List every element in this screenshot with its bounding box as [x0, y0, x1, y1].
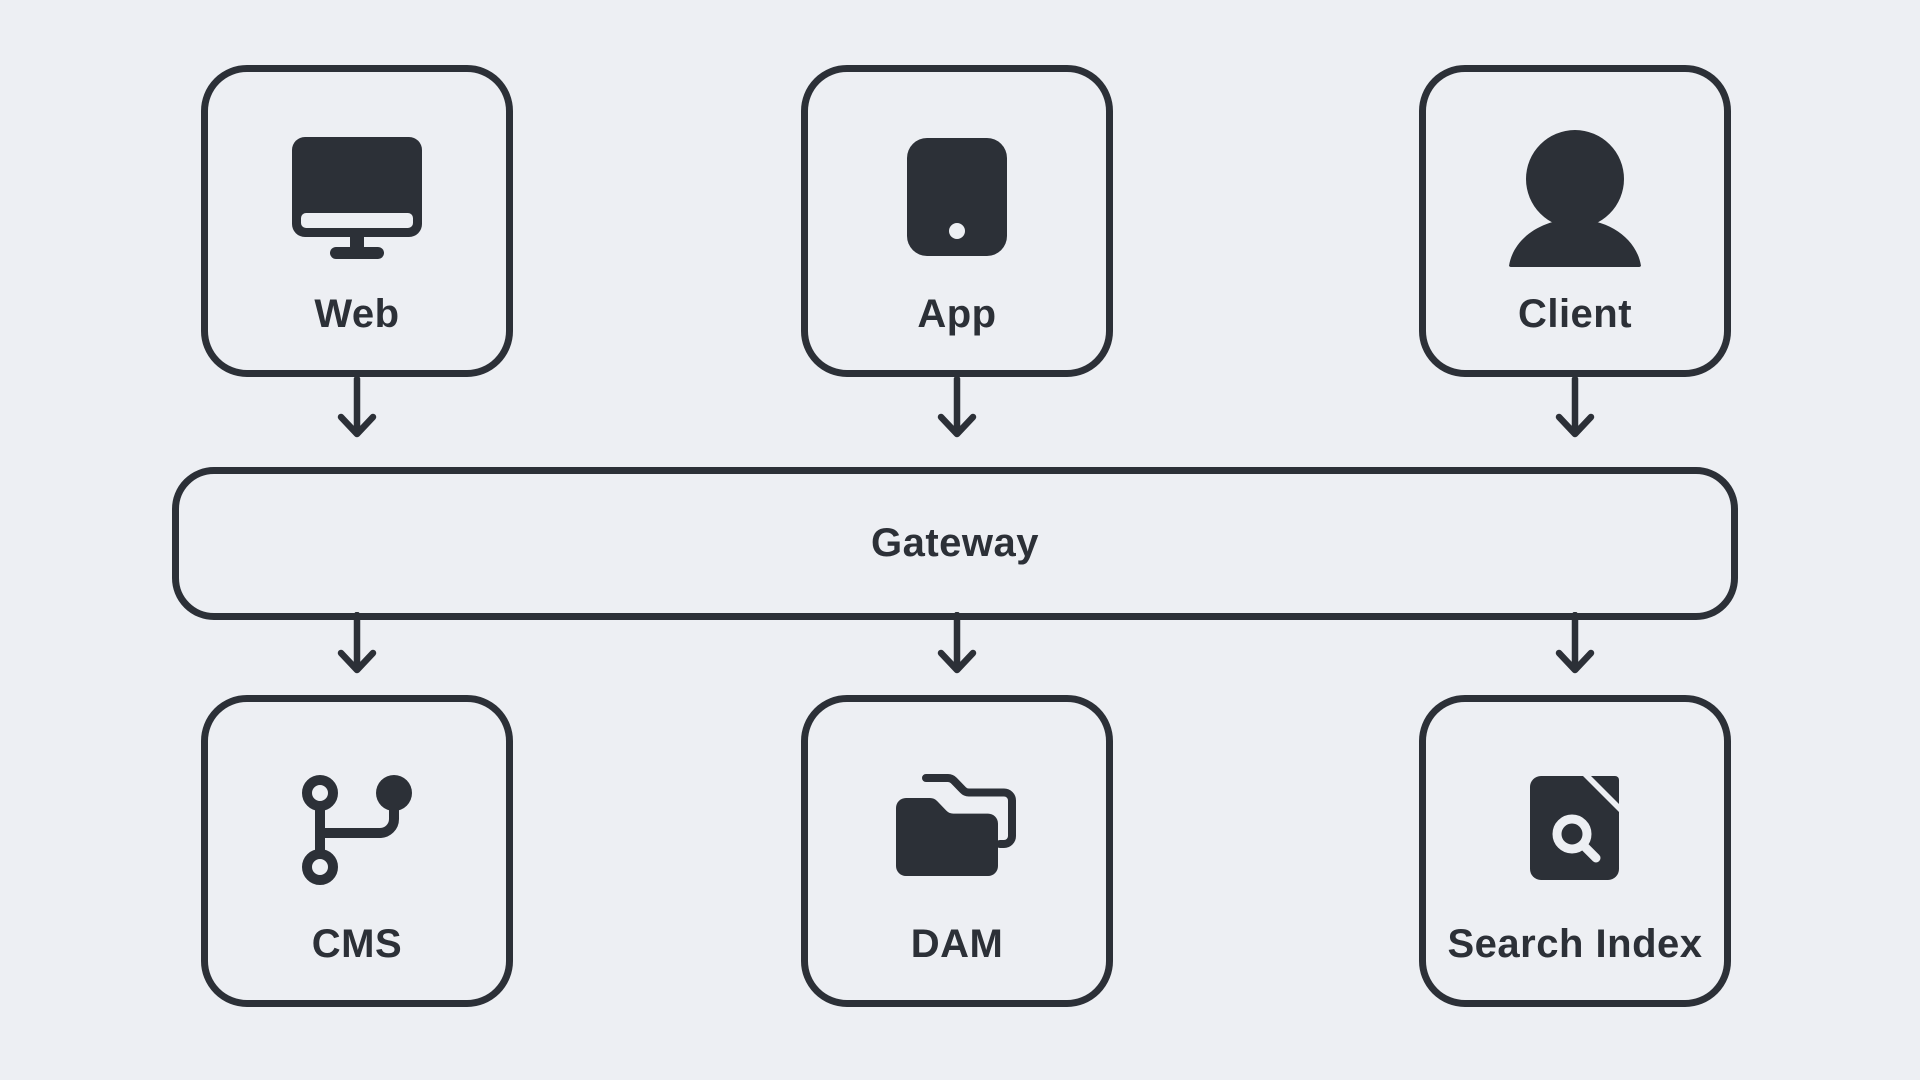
node-label: Search Index — [1447, 922, 1703, 966]
edge-gateway-cms-arrow — [337, 612, 377, 674]
node-label: DAM — [910, 922, 1004, 966]
edge-gateway-searchindex-arrow — [1555, 612, 1595, 674]
node-label: App — [917, 292, 997, 336]
folder-icon — [877, 762, 1037, 894]
node-label: CMS — [311, 922, 403, 966]
node-label: Client — [1517, 292, 1633, 336]
monitor-icon — [277, 132, 437, 264]
node-cms: CMS — [201, 695, 513, 1007]
node-client: Client — [1419, 65, 1731, 377]
person-icon — [1495, 130, 1655, 267]
node-label: Web — [314, 292, 400, 336]
edge-client-gateway-arrow — [1555, 376, 1595, 438]
node-web: Web — [201, 65, 513, 377]
edge-gateway-dam-arrow — [937, 612, 977, 674]
node-gateway: Gateway — [172, 467, 1738, 620]
tablet-icon — [877, 132, 1037, 264]
node-dam: DAM — [801, 695, 1113, 1007]
node-search-index: Search Index — [1419, 695, 1731, 1007]
edge-app-gateway-arrow — [937, 376, 977, 438]
gateway-label: Gateway — [870, 521, 1040, 565]
edge-web-gateway-arrow — [337, 376, 377, 438]
node-app: App — [801, 65, 1113, 377]
git-branch-icon — [277, 762, 437, 894]
file-search-icon — [1495, 762, 1655, 894]
